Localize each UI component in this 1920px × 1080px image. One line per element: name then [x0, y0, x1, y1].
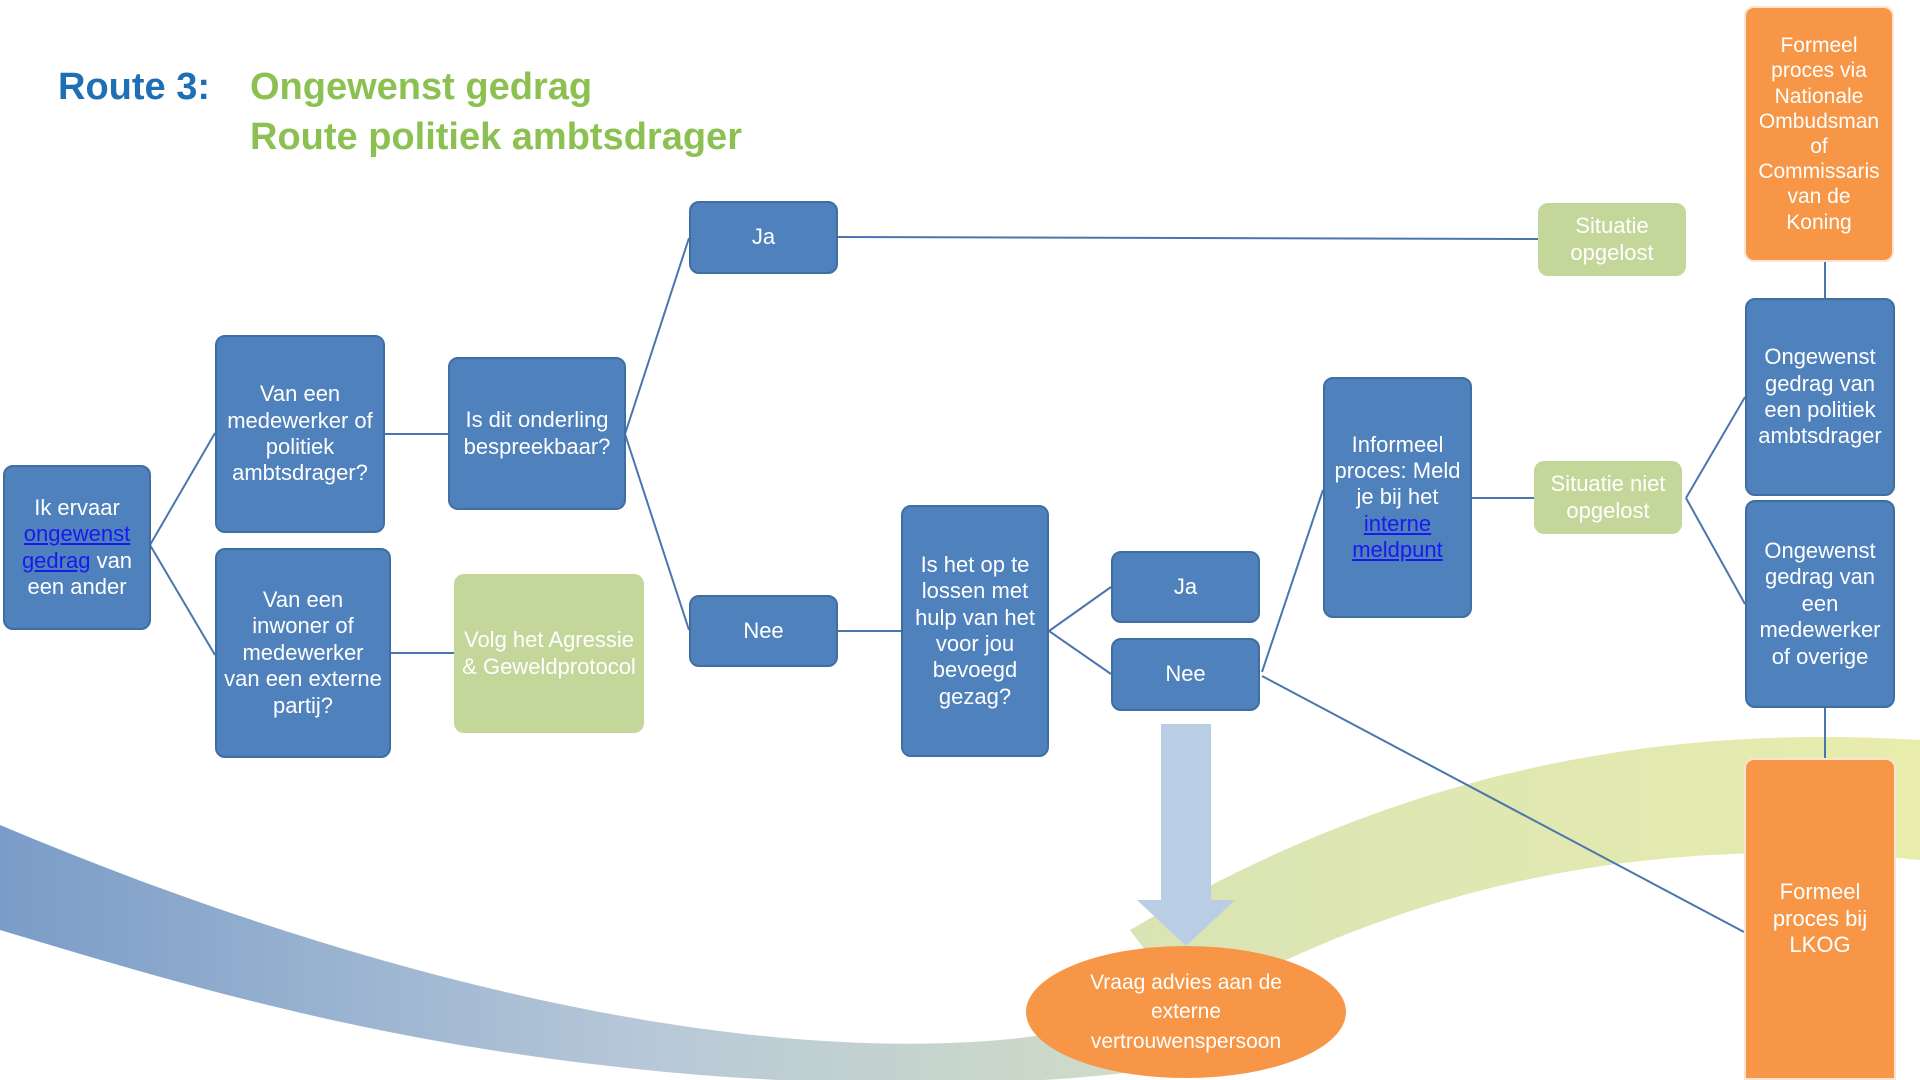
- node-situatie-opgelost: Situatie opgelost: [1538, 203, 1686, 276]
- node-protocol: Volg het Agressie & Geweldprotocol: [454, 574, 644, 733]
- node-nee-2: Nee: [1111, 638, 1260, 711]
- swoosh-green: [1130, 736, 1920, 1010]
- connector-nee-lkog: [1261, 675, 1745, 933]
- node-q-inwoner: Van een inwoner of medewerker van een ex…: [215, 548, 391, 758]
- page-title: Ongewenst gedrag: [250, 66, 593, 108]
- node-start-text: Ik ervaar ongewenst gedrag van een ander: [11, 495, 143, 601]
- connector-start-inwoner: [149, 544, 216, 656]
- link-ongewenst-gedrag[interactable]: ongewenst gedrag: [21, 521, 131, 573]
- link-interne-meldpunt[interactable]: interne meldpunt: [1352, 510, 1443, 563]
- page-subtitle: Route politiek ambtsdrager: [250, 116, 742, 158]
- node-informeel: Informeel proces: Meld je bij het intern…: [1323, 377, 1472, 618]
- node-start: Ik ervaar ongewenst gedrag van een ander: [3, 465, 151, 630]
- connector-ja-opgelost: [837, 236, 1539, 240]
- node-informeel-text: Informeel proces: Meld je bij het intern…: [1331, 432, 1464, 564]
- node-formeel-lkog: Formeel proces bij LKOG: [1744, 758, 1896, 1080]
- node-q-gezag: Is het op te lossen met hulp van het voo…: [901, 505, 1049, 757]
- node-q-medewerker: Van een medewerker of politiek ambtsdrag…: [215, 335, 385, 533]
- node-situatie-niet-opgelost: Situatie niet opgelost: [1534, 461, 1682, 534]
- connector-nietopgelost-politiek: [1685, 396, 1746, 499]
- node-gedrag-politiek: Ongewenst gedrag van een politiek ambtsd…: [1745, 298, 1895, 496]
- connector-gezag-nee: [1048, 630, 1112, 675]
- node-start-post: van een ander: [27, 547, 133, 599]
- node-ja-1: Ja: [689, 201, 838, 274]
- node-advies-vertrouwenspersoon: Vraag advies aan de externe vertrouwensp…: [1026, 946, 1346, 1078]
- route-label: Route 3:: [58, 66, 210, 108]
- down-arrow: [1137, 724, 1235, 946]
- node-informeel-pre: Informeel proces: Meld je bij het: [1334, 431, 1461, 510]
- connector-onderling-nee: [624, 433, 690, 631]
- connector-nietopgelost-overige: [1685, 497, 1746, 605]
- node-gedrag-overige: Ongewenst gedrag van een medewerker of o…: [1745, 500, 1895, 708]
- connector-onderling-ja: [624, 237, 690, 435]
- node-q-onderling: Is dit onderling bespreekbaar?: [448, 357, 626, 510]
- node-ja-2: Ja: [1111, 551, 1260, 623]
- node-nee-1: Nee: [689, 595, 838, 667]
- node-formeel-ombudsman: Formeel proces via Nationale Ombudsman o…: [1744, 6, 1894, 262]
- connector-gezag-ja: [1048, 586, 1112, 632]
- connector-nee-informeel: [1261, 489, 1324, 673]
- connector-start-medewerker: [149, 432, 216, 546]
- node-start-pre: Ik ervaar: [34, 494, 120, 520]
- swoosh-blue: [0, 825, 1300, 1080]
